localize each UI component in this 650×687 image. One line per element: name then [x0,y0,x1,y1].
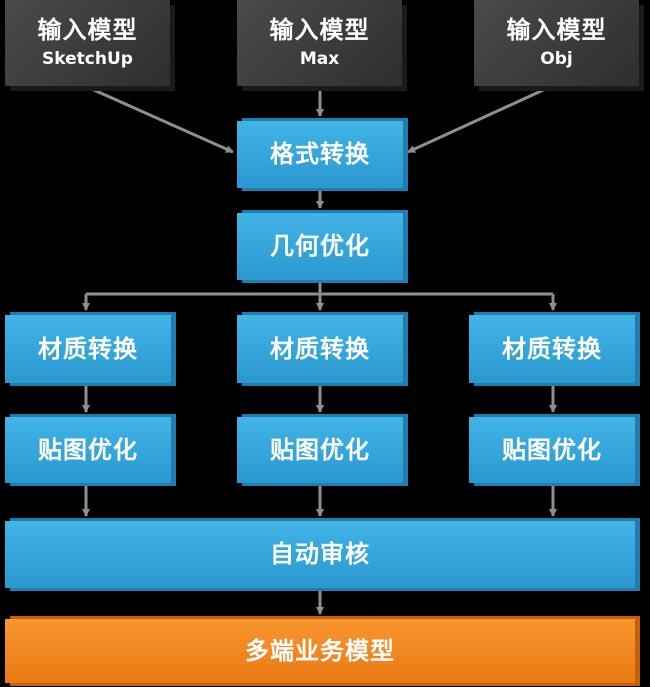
input-format: Max [299,49,340,70]
step-texture-optimize-1: 贴图优化 [5,417,171,483]
step-label: 材质转换 [502,334,602,363]
step-label: 自动审核 [270,540,370,569]
step-geometry-optimize: 几何优化 [237,213,403,280]
step-format-convert: 格式转换 [237,121,403,188]
input-obj: 输入模型 Obj [474,0,639,86]
step-material-convert-3: 材质转换 [469,315,635,383]
arrow-sketchup-to-format [84,84,234,154]
input-max: 输入模型 Max [237,0,402,86]
step-label: 材质转换 [38,334,138,363]
input-title: 输入模型 [506,16,607,45]
input-title: 输入模型 [269,16,370,45]
step-label: 贴图优化 [270,435,370,464]
step-texture-optimize-2: 贴图优化 [237,417,403,483]
step-label: 格式转换 [270,140,370,169]
step-label: 多端业务模型 [245,636,395,665]
input-sketchup: 输入模型 SketchUp [5,0,170,86]
step-auto-review: 自动审核 [5,521,635,588]
step-output: 多端业务模型 [5,619,635,683]
step-material-convert-1: 材质转换 [5,315,171,383]
step-label: 贴图优化 [502,435,602,464]
input-format: Obj [540,49,573,70]
input-title: 输入模型 [37,16,138,45]
step-label: 几何优化 [270,232,370,261]
step-label: 贴图优化 [38,435,138,464]
step-texture-optimize-3: 贴图优化 [469,417,635,483]
step-material-convert-2: 材质转换 [237,315,403,383]
input-format: SketchUp [42,49,133,70]
step-label: 材质转换 [270,334,370,363]
arrow-obj-to-format [407,84,553,154]
